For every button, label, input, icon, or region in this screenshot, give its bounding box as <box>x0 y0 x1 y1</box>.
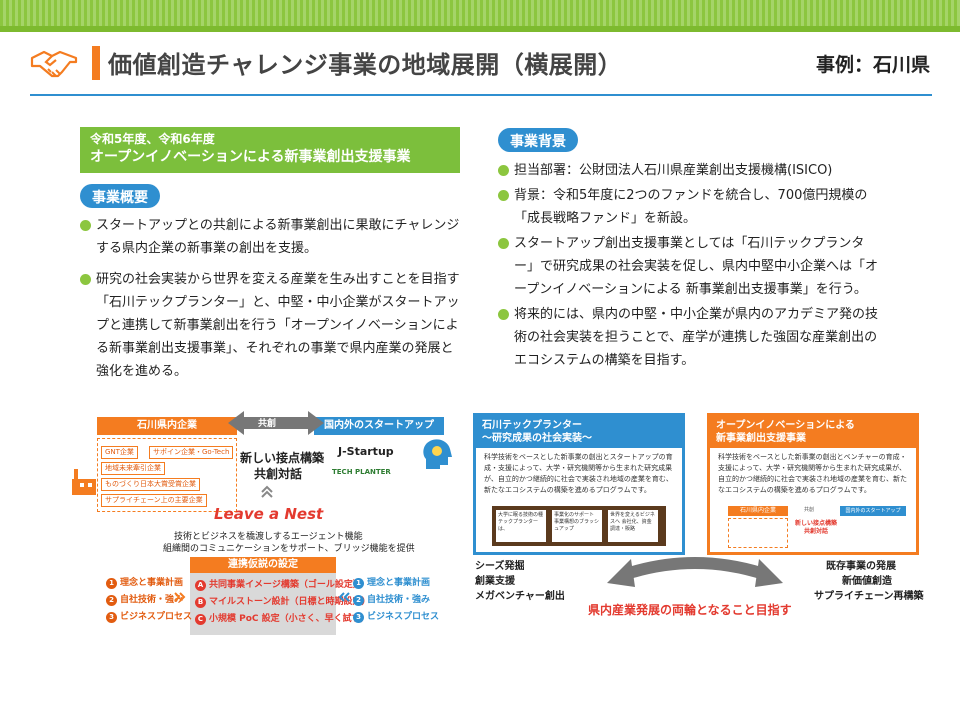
mini-local-tag: 石川県内企業 <box>728 506 788 516</box>
chevron-up-icon <box>261 485 273 498</box>
title-accent-bar <box>92 46 100 80</box>
overview-label: 事業概要 <box>80 184 160 208</box>
agent-desc-2: 組織間のコミュニケーションをサポート、ブリッジ機能を提供 <box>163 544 415 554</box>
panel-subtitle: 新事業創出支援事業 <box>716 433 806 444</box>
chip: サプライチェーン上の主要企業 <box>101 494 207 507</box>
hypothesis-label: 連携仮説の設定 <box>190 557 336 573</box>
agent-desc-1: 技術とビジネスを橋渡しするエージェント機能 <box>174 532 363 542</box>
tech-planter-panel: 石川テックプランター 〜研究成果の社会実装〜 科学技術をベースとした新事業の創出… <box>473 413 685 555</box>
head-lightbulb-icon <box>423 439 452 469</box>
panel-header: 石川テックプランター 〜研究成果の社会実装〜 <box>476 416 682 448</box>
mini-local-box <box>728 518 788 548</box>
techplanter-logo: TECH PLANTER <box>332 468 391 476</box>
program-years: 令和5年度、令和6年度 <box>90 132 215 146</box>
jstartup-logo: J-Startup <box>338 445 394 458</box>
chevron-left-icon <box>338 592 350 602</box>
mini-step-1: 大学に眠る技術の種 テックプランターは、 <box>496 510 546 542</box>
tech-caption-3: メガベンチャー創出 <box>475 591 565 602</box>
local-companies-box <box>97 438 237 512</box>
page-title: 価値創造チャレンジ事業の地域展開（横展開） <box>108 51 623 79</box>
chevron-right-icon <box>174 592 186 602</box>
mini-cocreation: 共創 <box>804 507 815 513</box>
header-divider <box>30 94 932 96</box>
chip: GNT企業 <box>101 446 138 459</box>
top-stripe-accent <box>0 26 960 32</box>
cocreation-label: 共創 <box>258 419 277 429</box>
mini-startup-tag: 国内外のスタートアップ <box>840 506 906 516</box>
chip: 地域未来牽引企業 <box>101 462 165 475</box>
tech-caption-2: 創業支援 <box>475 576 515 587</box>
panel-title: 石川テックプランター <box>482 420 582 431</box>
leave-a-nest-logo: Leave a Nest <box>214 505 324 523</box>
chip: ものづくり日本大賞受賞企業 <box>101 478 200 491</box>
top-stripe <box>0 0 960 30</box>
list-item: 担当部署：公財団法人石川県産業創出支援機構(ISICO) <box>498 159 882 182</box>
open-caption-3: サプライチェーン再構築 <box>814 591 924 602</box>
chip: サポイン企業・Go-Tech <box>149 446 234 459</box>
list-item: 将来的には、県内の中堅・中小企業が県内のアカデミア発の技術の社会実装を担うことで… <box>498 303 882 372</box>
startups-tag: 国内外のスタートアップ <box>314 417 444 435</box>
open-caption-1: 既存事業の発展 <box>826 561 896 572</box>
list-item: 背景：令和5年度に2つのファンドを統合し、700億円規模の「成長戦略ファンド」を… <box>498 184 882 230</box>
goal-text: 県内産業発展の両輪となること目指す <box>588 603 792 617</box>
mini-step-2: 事業化のサポート 事業構想のブラッシュアップ <box>552 510 602 542</box>
open-caption-2: 新価値創造 <box>842 576 892 587</box>
panel-header: オープンイノベーションによる 新事業創出支援事業 <box>710 416 916 448</box>
panel-text: 科学技術をベースとした新事業の創出とベンチャーの育成・支援によって、大学・研究機… <box>718 453 907 494</box>
open-innovation-panel: オープンイノベーションによる 新事業創出支援事業 科学技術をベースとした新事業の… <box>707 413 919 555</box>
panel-text: 科学技術をベースとした新事業の創出とスタートアップの育成・支援によって、大学・研… <box>484 453 673 494</box>
curved-double-arrow-icon <box>607 557 783 587</box>
mini-center: 新しい接点構築 共創対話 <box>794 520 837 535</box>
list-item: スタートアップとの共創による新事業創出に果敢にチャレンジする県内企業の新事業の創… <box>80 214 464 260</box>
panel-title: オープンイノベーションによる <box>716 420 855 431</box>
program-title: オープンイノベーションによる新事業創出支援事業 <box>90 149 411 165</box>
background-label: 事業背景 <box>498 128 578 152</box>
double-arrow-icon <box>228 411 324 435</box>
panel-subtitle: 〜研究成果の社会実装〜 <box>482 433 592 444</box>
factory-icon <box>72 469 96 495</box>
new-contact-line2: 共創対話 <box>254 467 303 481</box>
case-label: 事例：石川県 <box>815 54 930 76</box>
new-contact-line1: 新しい接点構築 <box>240 451 325 465</box>
background-list: 担当部署：公財団法人石川県産業創出支援機構(ISICO) 背景：令和5年度に2つ… <box>498 159 882 380</box>
program-banner: 令和5年度、令和6年度 オープンイノベーションによる新事業創出支援事業 <box>80 127 460 173</box>
mini-step-3: 世界を変えるビジネスへ 会社化、資金調達・販路 <box>608 510 658 542</box>
local-companies-tag: 石川県内企業 <box>97 417 237 435</box>
list-item: 研究の社会実装から世界を変える産業を生み出すことを目指す「石川テックプランター」… <box>80 268 464 383</box>
header: 価値創造チャレンジ事業の地域展開（横展開） 事例：石川県 <box>0 32 960 98</box>
cocreation-diagram: 石川県内企業 国内外のスタートアップ 共創 GNT企業 サポイン企業・Go-Te… <box>70 405 460 635</box>
list-item: スタートアップ創出支援事業としては「石川テックプランター」で研究成果の社会実装を… <box>498 232 882 301</box>
tech-caption-1: シーズ発掘 <box>475 561 525 572</box>
handshake-icon <box>30 50 78 78</box>
overview-list: スタートアップとの共創による新事業創出に果敢にチャレンジする県内企業の新事業の創… <box>80 214 464 391</box>
